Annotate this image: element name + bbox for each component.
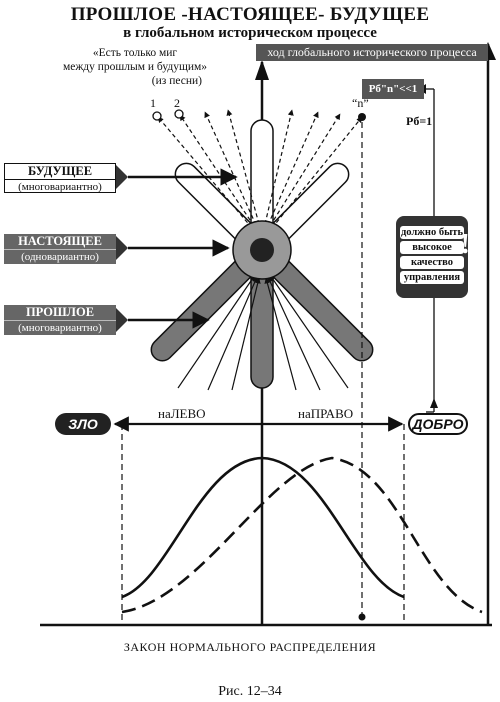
distribution-curve-dashed [121, 456, 483, 614]
past-rays [177, 274, 349, 391]
left-word: наЛЕВО [158, 406, 206, 421]
control-line-3: качество [400, 256, 464, 269]
quote-source: (из песни) [151, 75, 202, 87]
probability-box: Pб"n"<<1 [362, 79, 424, 99]
good-pill: ДОБРО [408, 413, 468, 435]
law-caption: ЗАКОН НОРМАЛЬНОГО РАСПРЕДЕЛЕНИЯ [123, 640, 377, 654]
past-label: ПРОШЛОЕ [25, 305, 95, 319]
future-rays [157, 109, 363, 229]
past-sublabel: (многовариантно) [4, 320, 116, 336]
control-line-2: высокое [400, 241, 464, 254]
axis-banner: ход глобального исторического процесса [256, 44, 488, 61]
page-subtitle: в глобальном историческом процессе [123, 25, 377, 41]
quote-line-1: «Есть только миг [92, 47, 178, 59]
control-line-4: управления [400, 271, 464, 284]
probability-one-label: Pб=1 [406, 114, 433, 128]
distribution-curve-solid [121, 456, 405, 599]
variant-n-marker [358, 113, 366, 121]
exclamation-icon: ! [460, 229, 470, 260]
future-sublabel: (многовариантно) [5, 179, 115, 195]
present-box: НАСТОЯЩЕЕ (одновариантно) [4, 234, 116, 264]
control-line-1: должно быть [400, 226, 464, 239]
evil-pill: ЗЛО [55, 413, 111, 435]
control-quality-box: должно быть высокое качество управления … [396, 216, 470, 298]
marker-n-label: “n” [352, 96, 369, 110]
figure-caption: Рис. 12–34 [218, 684, 282, 699]
variant-1-marker [152, 111, 162, 121]
song-quote: «Есть только миг между прошлым и будущим… [30, 46, 240, 88]
present-core [250, 238, 274, 262]
marker-1-label: 1 [150, 96, 156, 110]
future-box: БУДУЩЕЕ (многовариантно) [4, 163, 116, 193]
present-sublabel: (одновариантно) [4, 249, 116, 265]
future-label: БУДУЩЕЕ [27, 164, 93, 178]
marker-2-label: 2 [174, 96, 180, 110]
past-box: ПРОШЛОЕ (многовариантно) [4, 305, 116, 335]
page-title: ПРОШЛОЕ -НАСТОЯЩЕЕ- БУДУЩЕЕ [70, 4, 430, 25]
quote-line-2: между прошлым и будущим» [62, 61, 208, 73]
present-label: НАСТОЯЩЕЕ [18, 234, 102, 248]
variant-2-marker [174, 109, 184, 119]
right-word: наПРАВО [298, 406, 354, 421]
